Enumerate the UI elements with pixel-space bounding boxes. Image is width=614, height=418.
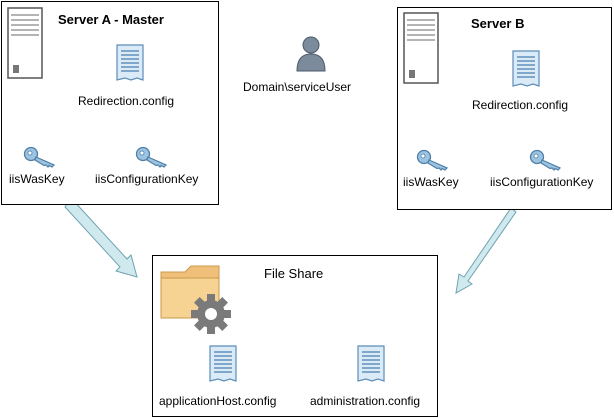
document-icon [511,50,541,88]
key-icon [23,146,57,168]
user-icon [296,36,326,72]
iisconfigurationkey-label: iisConfigurationKey [95,172,199,186]
service-user-label: Domain\serviceUser [243,80,352,94]
arrow-server-b-to-share [455,207,517,294]
server-tower-icon [403,12,439,84]
document-icon [208,345,238,383]
key-icon [529,149,563,171]
folder-gear-icon [160,265,231,334]
server-tower-icon [7,7,43,79]
document-icon [356,345,386,383]
iiswaskey-label: iisWasKey [403,175,459,189]
server-a-title: Server A - Master [58,12,164,27]
applicationhost-config-label: applicationHost.config [159,394,277,408]
iisconfigurationkey-label: iisConfigurationKey [490,175,594,189]
iiswaskey-label: iisWasKey [9,172,65,186]
redirection-config-label: Redirection.config [78,94,175,108]
key-icon [416,149,450,171]
file-share-title: File Share [264,266,324,281]
administration-config-label: administration.config [310,394,421,408]
key-icon [135,146,169,168]
server-b-title: Server B [471,16,525,31]
arrow-server-a-to-share [64,198,138,278]
redirection-config-label: Redirection.config [472,98,569,112]
file-share-box: File Share applicationHost.config admini… [152,255,438,417]
server-a-box: Server A - Master Redirection.config iis… [1,1,219,205]
server-b-box: Server B Redirection.config iisWasKey ii… [397,7,612,210]
document-icon [115,44,145,82]
